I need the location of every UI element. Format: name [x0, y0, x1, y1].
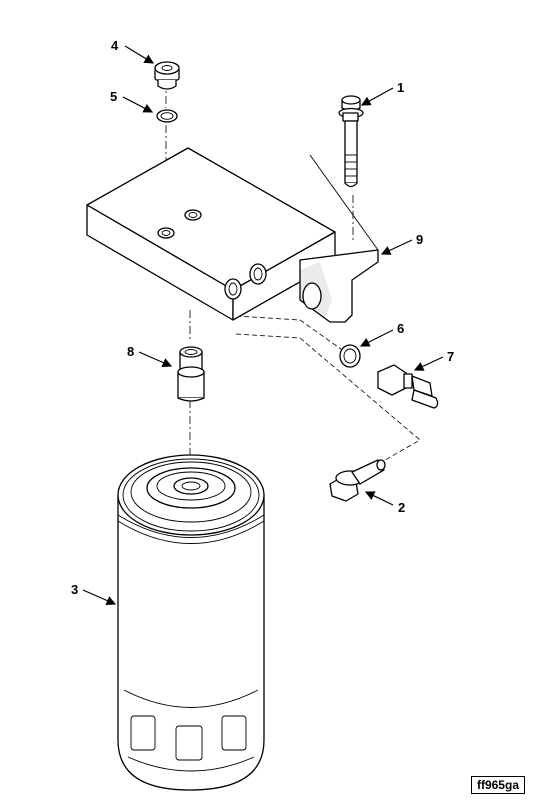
part-2-bolt: [329, 459, 386, 502]
figure-id-label: ff965ga: [470, 776, 525, 794]
callout-9: 9: [416, 232, 423, 247]
part-4-plug: [154, 61, 180, 90]
part-6-washer: [339, 344, 361, 368]
callout-5: 5: [110, 89, 117, 104]
part-5-oring: [156, 109, 178, 123]
callout-numbers: 1 2 3 4 5 6 7 8 9: [71, 38, 454, 597]
callout-6: 6: [397, 321, 404, 336]
callout-7: 7: [447, 349, 454, 364]
callout-2: 2: [398, 500, 405, 515]
part-7-fitting: [377, 364, 439, 409]
part-1-bolt: [338, 95, 364, 188]
callout-leaders: [82, 45, 444, 606]
callout-8: 8: [127, 344, 134, 359]
part-9-filter-head: [86, 147, 379, 323]
part-3-filter: [117, 454, 265, 791]
callout-1: 1: [397, 80, 404, 95]
callout-4: 4: [111, 38, 119, 53]
part-8-adapter: [177, 346, 205, 402]
callout-3: 3: [71, 582, 78, 597]
